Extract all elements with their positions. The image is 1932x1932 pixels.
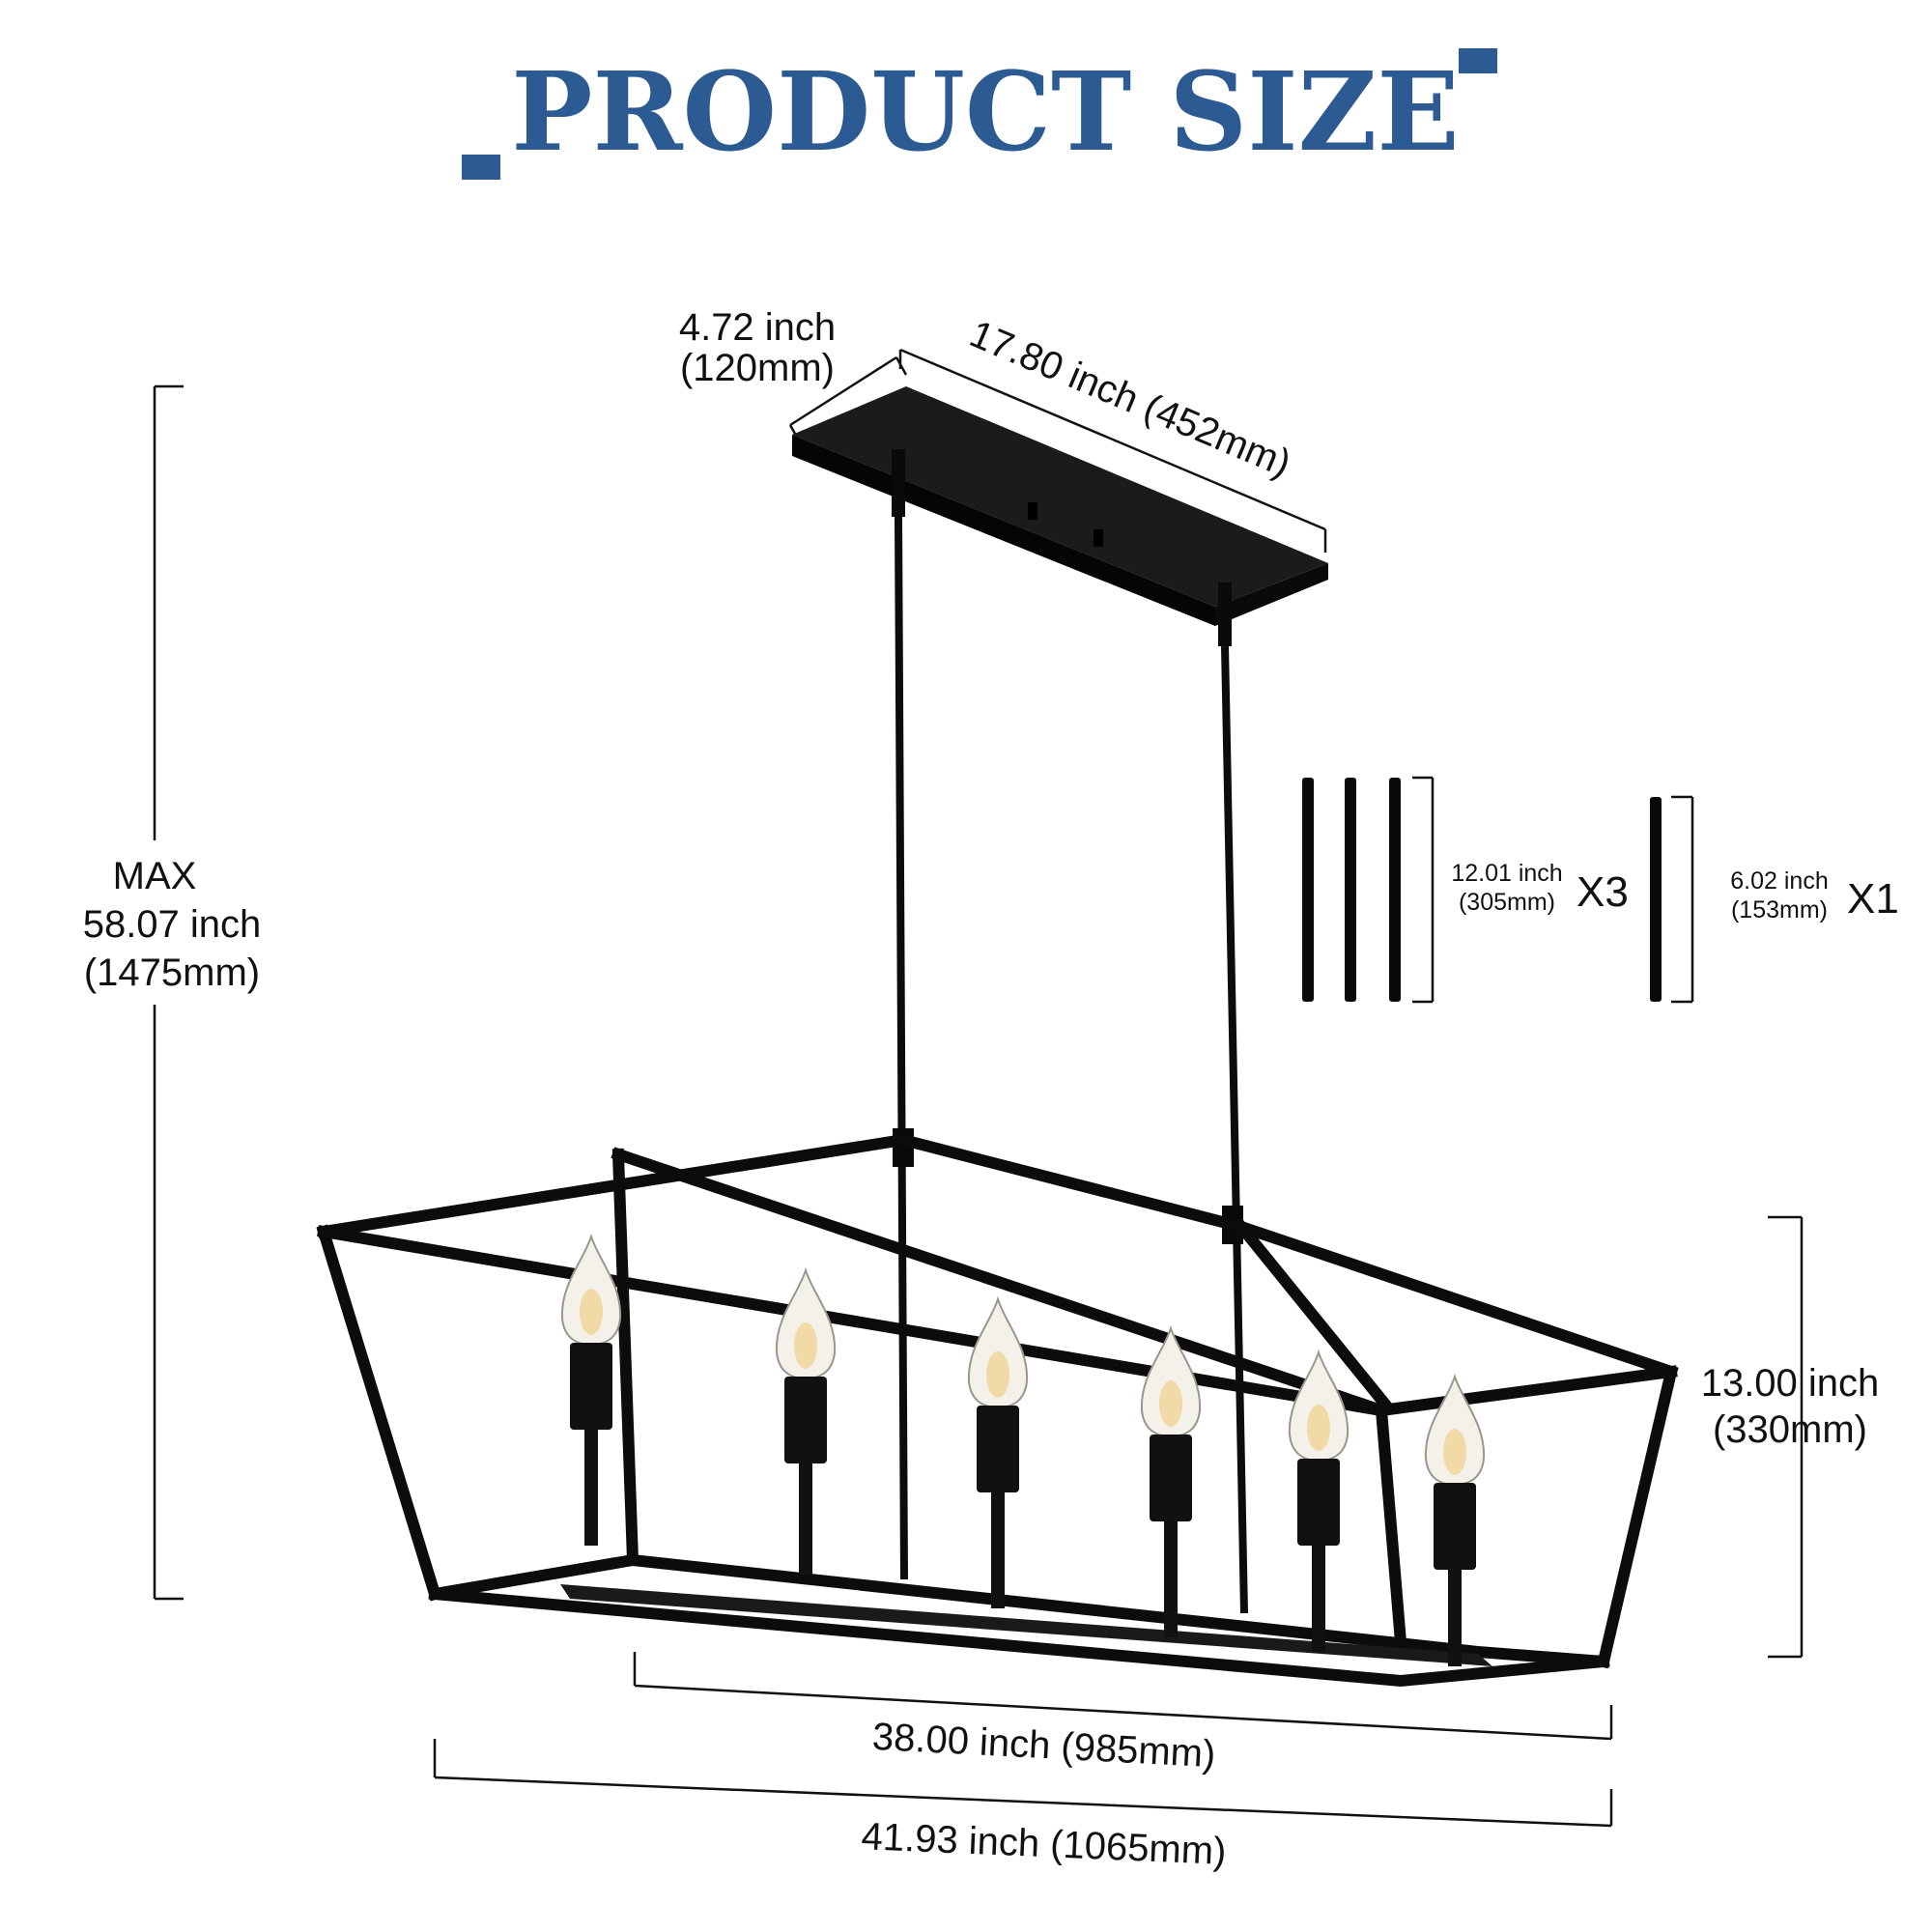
fixture-cage-frame bbox=[316, 1133, 1679, 1688]
candle-light bbox=[1424, 1373, 1486, 1666]
candle-socket bbox=[570, 1343, 612, 1430]
max-height-bracket bbox=[153, 384, 184, 1601]
candle-light bbox=[1288, 1349, 1350, 1652]
fixture-bulbs bbox=[560, 1233, 1486, 1666]
inner-length-line bbox=[633, 1652, 1613, 1741]
bulb-filament-glow bbox=[1159, 1380, 1182, 1427]
cage-height-bracket bbox=[1768, 1215, 1804, 1659]
max-height-mm: (1475mm) bbox=[84, 952, 260, 994]
max-height-inch: 58.07 inch bbox=[83, 903, 262, 946]
long-rod-mm: (305mm) bbox=[1459, 889, 1555, 916]
bulb-filament-glow bbox=[986, 1351, 1009, 1398]
bulb-filament-glow bbox=[1443, 1429, 1466, 1475]
candle-light bbox=[967, 1295, 1029, 1608]
candle-stem bbox=[1164, 1520, 1178, 1637]
page-title: PRODUCT SIZE bbox=[511, 49, 1460, 176]
candle-socket bbox=[1297, 1459, 1340, 1546]
bulb-filament-glow bbox=[580, 1289, 603, 1335]
candle-socket bbox=[784, 1377, 827, 1463]
title-decor-square-right bbox=[1459, 48, 1497, 73]
max-height-prefix: MAX bbox=[113, 855, 197, 897]
candle-light bbox=[560, 1233, 622, 1546]
overall-length-line bbox=[433, 1739, 1613, 1828]
fixture-canopy bbox=[792, 386, 1328, 626]
long-rod-inch: 12.01 inch bbox=[1451, 860, 1562, 887]
candle-stem bbox=[1312, 1544, 1325, 1652]
candle-light bbox=[775, 1266, 837, 1575]
canopy-length-line bbox=[898, 348, 1327, 553]
candle-stem bbox=[584, 1428, 598, 1546]
short-rod-inch: 6.02 inch bbox=[1730, 867, 1828, 895]
cage-height-mm: (330mm) bbox=[1713, 1408, 1867, 1451]
candle-socket bbox=[1434, 1483, 1476, 1570]
extension-rods-long bbox=[1302, 776, 1435, 1004]
short-rod-mm: (153mm) bbox=[1731, 896, 1828, 923]
candle-socket bbox=[1150, 1435, 1192, 1521]
candle-stem bbox=[1448, 1568, 1462, 1666]
canopy-depth-inch: 4.72 inch bbox=[679, 306, 836, 349]
title-decor-square-left bbox=[462, 155, 500, 180]
bulb-filament-glow bbox=[1307, 1405, 1330, 1451]
short-rod-qty: X1 bbox=[1847, 875, 1899, 923]
candle-light bbox=[1140, 1324, 1202, 1637]
candle-stem bbox=[991, 1491, 1005, 1608]
bulb-filament-glow bbox=[794, 1322, 817, 1369]
cage-height-inch: 13.00 inch bbox=[1701, 1362, 1880, 1405]
overall-length-label: 41.93 inch (1065mm) bbox=[861, 1815, 1227, 1873]
extension-rod-short bbox=[1650, 795, 1694, 1004]
candle-stem bbox=[799, 1462, 812, 1575]
inner-length-label: 38.00 inch (985mm) bbox=[871, 1716, 1217, 1776]
long-rod-qty: X3 bbox=[1577, 868, 1629, 916]
candle-socket bbox=[977, 1406, 1019, 1492]
canopy-depth-mm: (120mm) bbox=[680, 347, 835, 389]
